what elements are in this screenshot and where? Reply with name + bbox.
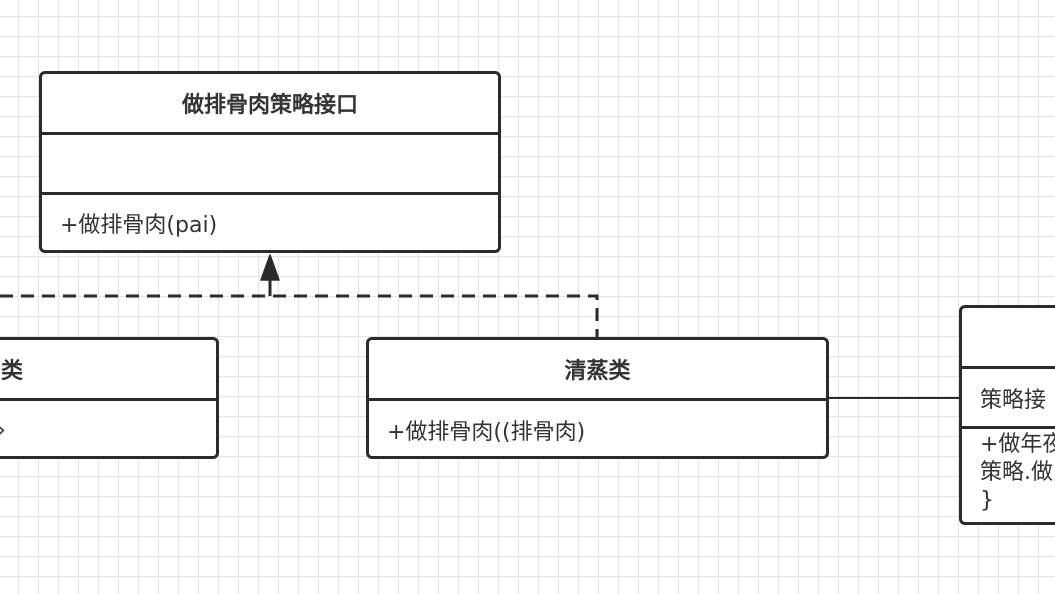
realization-line (0, 294, 599, 338)
class-name (962, 308, 1055, 366)
steam-class[interactable]: 清蒸类 +做排骨肉((排骨肉) (366, 337, 829, 459)
context-class[interactable]: 策略接 +做年夜 策略.做 } (959, 305, 1055, 525)
operation-line: } (980, 488, 994, 513)
class-name-text: 类 (1, 359, 24, 384)
operation-line: 策略.做 (980, 460, 1053, 485)
strategy-interface-class[interactable]: 做排骨肉策略接口 +做排骨肉(pai) (39, 71, 501, 253)
class-name: 清蒸类 (564, 359, 631, 384)
attribute-section (42, 132, 498, 192)
operation-section: +做排骨肉((排骨肉) (369, 398, 826, 456)
realization-arrowhead-icon (260, 254, 280, 281)
operation-line: +做年夜 (980, 432, 1055, 457)
operation-section: +做年夜 策略.做 } (962, 426, 1055, 522)
operation-section: +做排骨肉(pai) (42, 192, 498, 250)
attribute-section: 策略接 (962, 366, 1055, 426)
left-concrete-class[interactable]: 类 › (0, 337, 219, 459)
class-name: 类 (0, 340, 216, 398)
class-name: 做排骨肉策略接口 (181, 93, 358, 118)
operation-section: › (0, 398, 216, 456)
